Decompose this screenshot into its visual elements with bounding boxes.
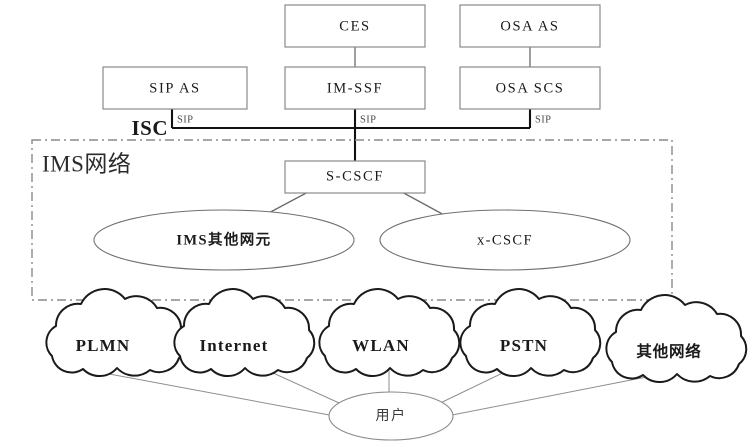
interface-label-im-ssf: SIP	[360, 114, 376, 125]
node-im-ssf-label: IM-SSF	[327, 80, 383, 96]
connector-s-cscf-to-x-cscf	[399, 190, 447, 217]
node-im-ssf[interactable]: IM-SSF	[284, 66, 426, 110]
node-user[interactable]: 用户	[328, 391, 454, 441]
node-ims-other[interactable]: IMS其他网元	[93, 209, 355, 271]
cloud-other-network-label: 其他网络	[636, 342, 701, 361]
connector-plmn-to-user	[87, 369, 341, 418]
cloud-plmn[interactable]: PLMN	[45, 288, 188, 378]
interface-label-sip-as: SIP	[177, 114, 193, 125]
node-sip-as-label: SIP AS	[149, 80, 200, 96]
cloud-pstn[interactable]: PSTN	[459, 288, 602, 378]
cloud-plmn-label: PLMN	[76, 336, 131, 355]
cloud-internet-label: Internet	[199, 336, 268, 355]
node-ces-label: CES	[339, 18, 370, 34]
connector-group-top	[170, 47, 532, 161]
node-s-cscf-label: S-CSCF	[326, 168, 384, 184]
ims-zone-label: IMS网络	[42, 151, 131, 176]
cloud-pstn-label: PSTN	[500, 336, 548, 355]
node-osa-as[interactable]: OSA AS	[459, 4, 601, 48]
connector-group-core	[262, 190, 447, 217]
node-ims-other-label: IMS其他网元	[176, 230, 271, 248]
node-x-cscf[interactable]: x-CSCF	[379, 209, 631, 271]
connector-internet-to-user	[261, 367, 349, 408]
cloud-wlan[interactable]: WLAN	[318, 288, 461, 378]
node-osa-scs-label: OSA SCS	[496, 80, 565, 96]
node-ces[interactable]: CES	[284, 4, 426, 48]
node-x-cscf-label: x-CSCF	[477, 232, 533, 248]
node-s-cscf[interactable]: S-CSCF	[284, 160, 426, 194]
cloud-other-network[interactable]: 其他网络	[605, 294, 748, 384]
ims-network-boundary	[31, 139, 673, 301]
interface-label-osa-scs: SIP	[535, 114, 551, 125]
connector-pstn-to-user	[431, 367, 514, 408]
node-sip-as[interactable]: SIP AS	[102, 66, 248, 110]
cloud-internet[interactable]: Internet	[173, 288, 316, 378]
node-user-label: 用户	[376, 407, 407, 424]
node-osa-as-label: OSA AS	[500, 18, 559, 34]
node-osa-scs[interactable]: OSA SCS	[459, 66, 601, 110]
cloud-wlan-label: WLAN	[352, 336, 410, 355]
isc-bus-label: ISC	[131, 116, 168, 140]
